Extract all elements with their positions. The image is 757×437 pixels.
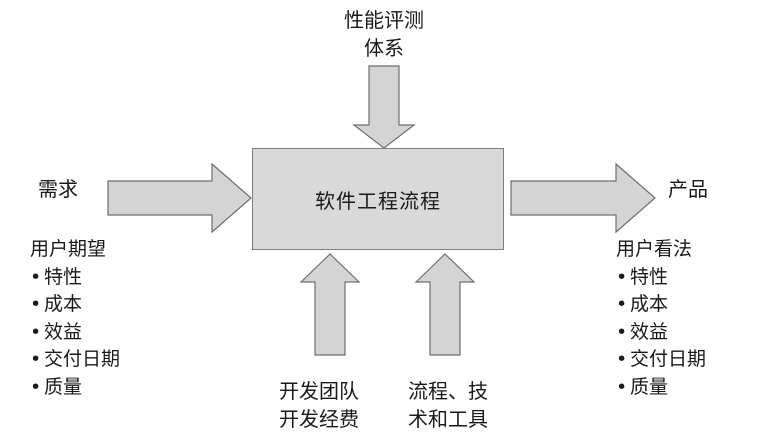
bullet-icon: • [30, 375, 42, 398]
right-list-title: 用户看法 [616, 238, 693, 260]
list-item: •交付日期 [30, 346, 120, 374]
bottom-right-line2: 术和工具 [408, 407, 488, 431]
list-item: •质量 [30, 374, 120, 402]
bullet-icon: • [616, 320, 628, 343]
list-item: •效益 [30, 319, 120, 347]
bullet-icon: • [30, 348, 42, 370]
bottom-left-line1: 开发团队 [279, 379, 359, 403]
bottom-left-input-label: 开发团队 开发经费 [279, 377, 359, 433]
bottom-right-input-label: 流程、技 术和工具 [408, 377, 488, 433]
bullet-icon: • [30, 293, 42, 315]
arrow-bottom-right-up [414, 253, 476, 356]
bullet-icon: • [616, 348, 628, 370]
arrow-bottom-left-up [299, 253, 361, 356]
list-item: •交付日期 [616, 346, 706, 374]
list-item: •特性 [616, 264, 706, 292]
list-item: •成本 [616, 291, 706, 319]
bullet-icon: • [30, 320, 42, 343]
left-list: 用户期望 •特性 •成本 •效益 •交付日期 •质量 [30, 236, 120, 401]
left-input-label: 需求 [38, 177, 78, 201]
top-input-label: 性能评测 体系 [330, 6, 438, 62]
process-label: 软件工程流程 [315, 188, 441, 213]
bottom-left-line2: 开发经费 [279, 407, 359, 431]
right-output-label: 产品 [668, 177, 708, 201]
list-item: •特性 [30, 264, 120, 292]
arrow-top-down [352, 65, 416, 149]
bullet-icon: • [616, 265, 628, 288]
arrow-left-right [107, 162, 252, 234]
list-item: •效益 [616, 319, 706, 347]
top-input-line1: 性能评测 [344, 8, 424, 32]
left-list-title: 用户期望 [30, 238, 107, 260]
bottom-right-line1: 流程、技 [408, 379, 488, 403]
bullet-icon: • [30, 265, 42, 288]
list-item: •质量 [616, 374, 706, 402]
bullet-icon: • [616, 375, 628, 398]
process-box: 软件工程流程 [252, 148, 504, 250]
right-list: 用户看法 •特性 •成本 •效益 •交付日期 •质量 [616, 236, 706, 401]
top-input-line2: 体系 [364, 36, 404, 60]
list-item: •成本 [30, 291, 120, 319]
bullet-icon: • [616, 293, 628, 315]
arrow-right-output [510, 162, 656, 234]
